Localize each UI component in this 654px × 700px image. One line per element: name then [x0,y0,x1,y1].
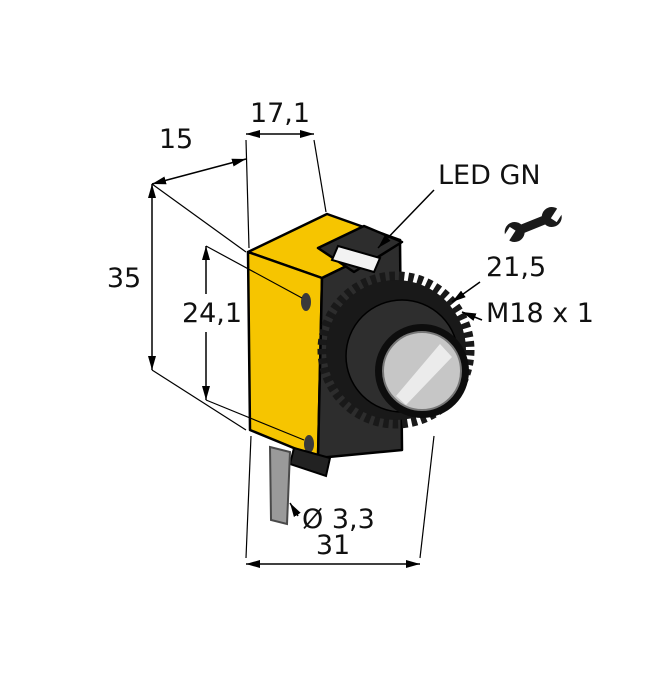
extension-line [245,139,250,249]
extension-line [151,183,247,253]
cable-diameter-label: Ø 3,3 [302,504,375,535]
cable [268,445,292,526]
dim-31-label: 31 [316,530,350,561]
dim-17-1-label: 17,1 [250,98,310,129]
bottom-clip [288,446,332,478]
wrench-notch-right [550,207,564,223]
wrench-icon [502,206,564,242]
dimension-labels: 17,1 15 35 24,1 LED GN 21,5 M18 x 1 Ø 3,… [107,98,594,561]
wrench-notch-left [502,226,516,242]
extension-line [245,435,252,559]
extension-lines [151,139,435,559]
mount-slot-top [301,293,311,311]
extension-line [151,369,247,431]
leader-led [377,189,435,249]
extension-line [205,245,303,299]
lens-barrel [317,271,475,429]
extension-line [313,139,327,213]
lens-highlight [396,344,452,405]
dim-21-5-label: 21,5 [486,252,546,283]
extension-line [205,399,305,441]
dimension-lines [148,130,420,568]
mount-slot-bottom [304,435,314,453]
dim-15-line [151,158,247,185]
body-front-face [246,250,324,460]
dim-24-1-label: 24,1 [182,298,242,329]
leader-lines [289,189,483,518]
leader-cable-diameter [289,502,301,518]
dim-35-label: 35 [107,263,141,294]
leader-thread [461,311,483,321]
thread-label: M18 x 1 [486,298,594,329]
led-gn-label: LED GN [438,160,541,191]
led-window [330,244,382,274]
leader-wrench-size [451,281,481,303]
extension-line [419,435,435,559]
wrench-handle [512,212,554,237]
lock-nut-teeth [317,271,475,429]
dim-15-label: 15 [159,124,193,155]
